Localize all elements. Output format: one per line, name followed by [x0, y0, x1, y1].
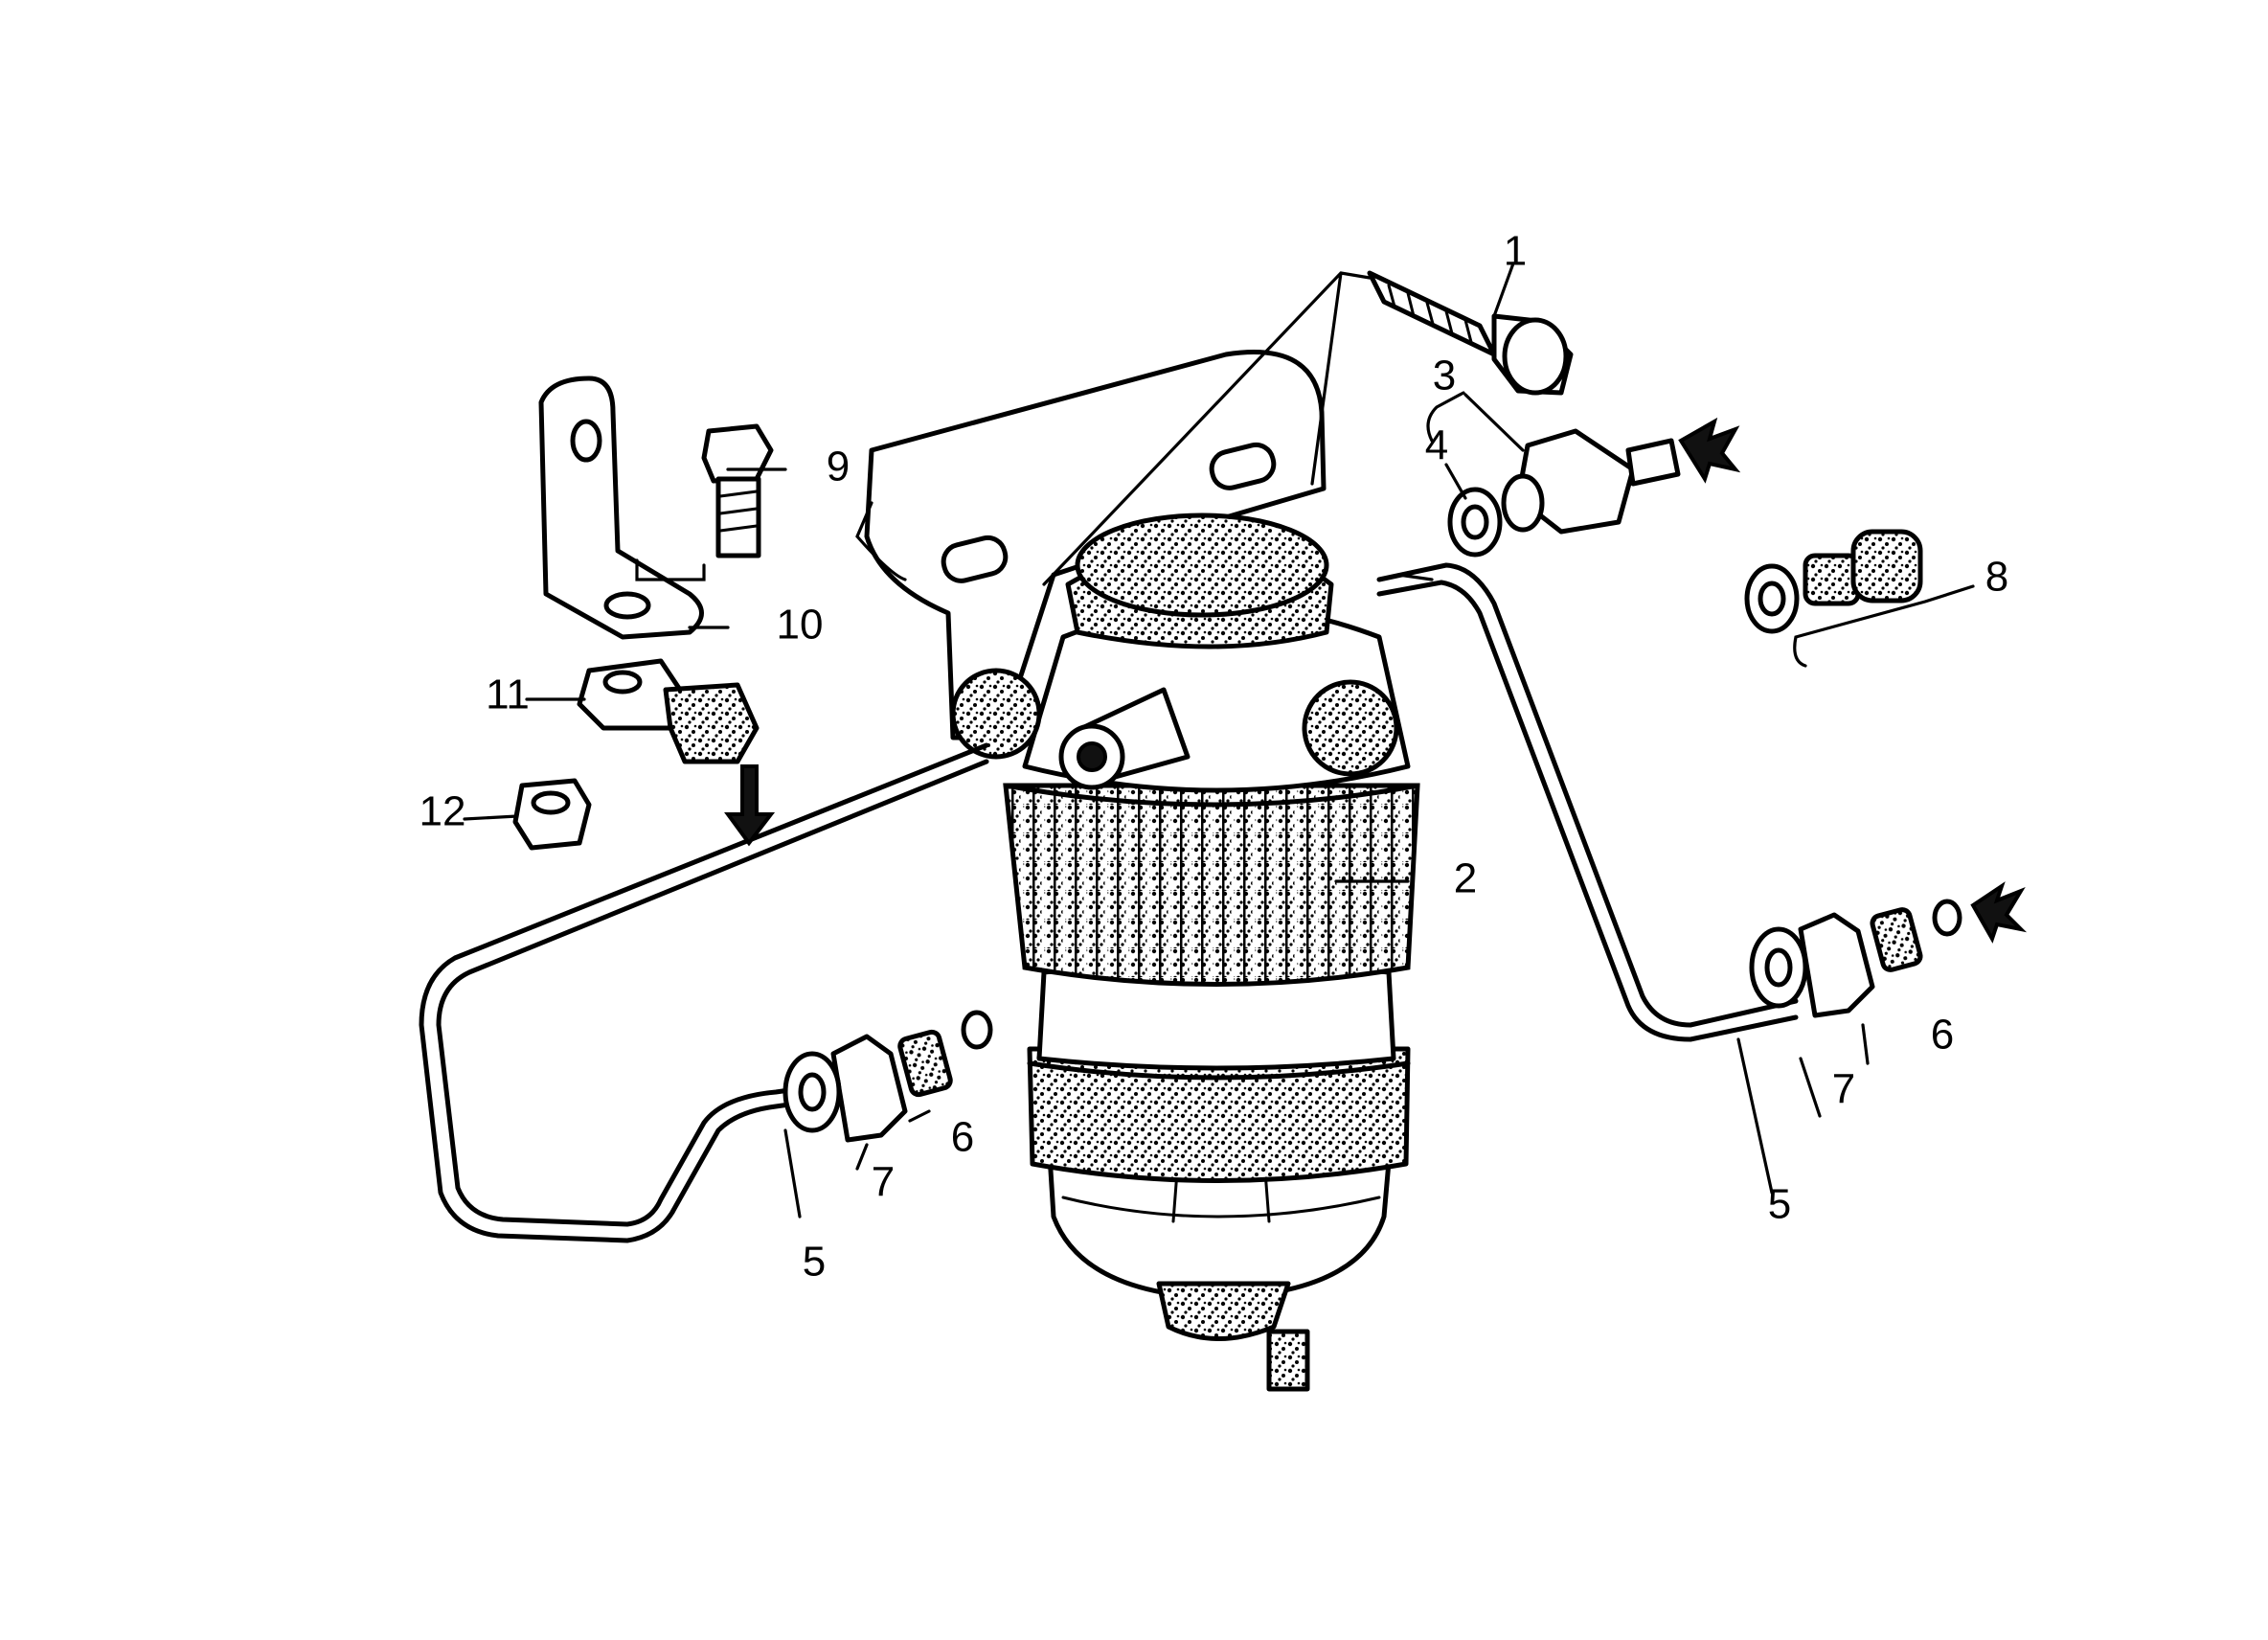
blanking-plug	[1744, 529, 1923, 634]
callout-10: 10	[777, 602, 824, 649]
callout-7-right: 7	[1832, 1066, 1855, 1113]
left-seal-fitting	[897, 1010, 993, 1098]
callout-labels: 1 2 3 4 5 5 6 6 7 7 8 9 10 11 12	[420, 228, 2009, 1286]
right-seal-fitting	[1870, 881, 2028, 972]
callout-11: 11	[486, 672, 530, 718]
clamp-plate	[577, 658, 776, 847]
callout-5-right: 5	[1768, 1181, 1791, 1228]
leader-lines	[463, 262, 1975, 1219]
callout-7-left: 7	[872, 1159, 895, 1206]
right-fuel-line	[1376, 562, 1799, 1042]
flow-arrow-icon	[1678, 417, 1741, 484]
flow-arrow-icon	[1970, 881, 2028, 944]
callout-9: 9	[827, 444, 850, 490]
callout-1: 1	[1504, 228, 1527, 275]
callout-2: 2	[1454, 855, 1477, 902]
flow-arrow-icon	[724, 764, 776, 847]
left-union-nut	[782, 1034, 908, 1143]
callout-6-left: 6	[951, 1114, 974, 1161]
fuel-filter-body	[950, 512, 1420, 1392]
sealing-washer	[1447, 487, 1503, 558]
small-bolt	[701, 423, 774, 558]
inlet-connector	[1501, 417, 1741, 535]
angle-bracket	[538, 376, 704, 640]
left-fuel-line	[419, 742, 989, 1243]
right-union-nut	[1749, 912, 1875, 1018]
callout-4: 4	[1425, 422, 1448, 469]
callout-8: 8	[1985, 554, 2008, 601]
callout-3: 3	[1433, 353, 1456, 399]
mounting-bolt	[1367, 270, 1574, 396]
callout-12: 12	[420, 788, 466, 835]
callout-5-left: 5	[803, 1239, 826, 1286]
flange-nut	[512, 778, 592, 851]
callout-6-right: 6	[1931, 1012, 1954, 1059]
